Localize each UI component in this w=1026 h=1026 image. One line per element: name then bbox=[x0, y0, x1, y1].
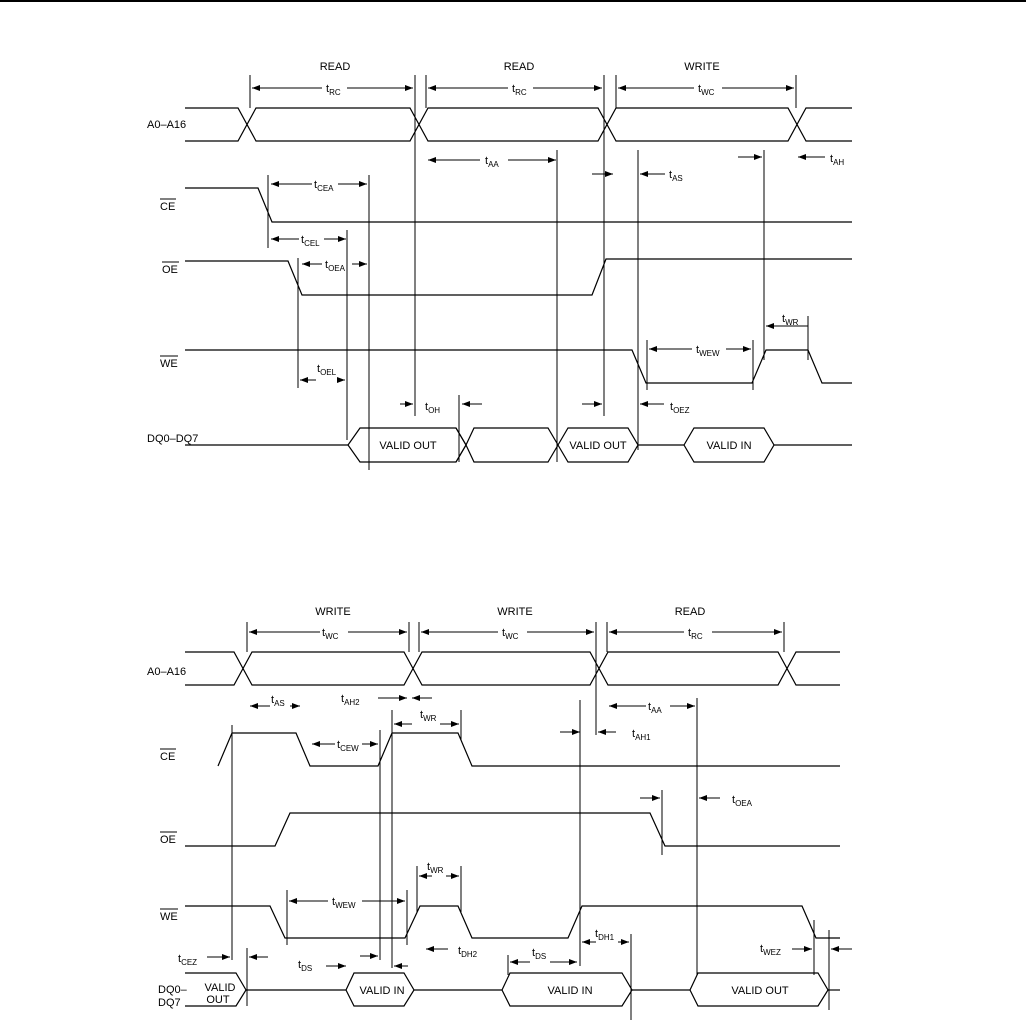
tah-arrow bbox=[738, 150, 825, 360]
waveform-oe bbox=[185, 258, 852, 296]
param-twez: tWEZ bbox=[760, 943, 781, 957]
cycle-label-read: READ bbox=[675, 606, 706, 618]
signal-label-dq: DQ0–DQ7 bbox=[147, 433, 198, 445]
waveform-ce bbox=[217, 732, 840, 767]
param-toea: tOEA bbox=[325, 259, 346, 273]
param-twc: tWC bbox=[698, 83, 715, 97]
param-tah: tAH bbox=[830, 153, 844, 167]
signal-label-we: WE bbox=[160, 358, 178, 370]
twew-arrow bbox=[286, 890, 408, 945]
dq-valid-in-1: VALID IN bbox=[359, 985, 404, 997]
param-tas: tAS bbox=[271, 694, 285, 708]
toh-arrow bbox=[400, 395, 482, 462]
param-trc-2: tRC bbox=[512, 83, 527, 97]
param-toez: tOEZ bbox=[670, 401, 690, 415]
waveform-address bbox=[185, 107, 852, 142]
param-tcel: tCEL bbox=[301, 234, 320, 248]
signal-label-we: WE bbox=[160, 911, 178, 923]
signal-label-oe: OE bbox=[162, 264, 178, 276]
twew-arrow bbox=[646, 340, 754, 390]
signal-label-dq-line1: DQ0– bbox=[158, 984, 188, 996]
signal-label-dq-line2: DQ7 bbox=[158, 997, 181, 1009]
waveform-ce bbox=[185, 187, 852, 223]
param-tds-2: tDS bbox=[532, 947, 546, 961]
dq-valid-out-1: VALID OUT bbox=[379, 440, 437, 452]
twr-arrow-1 bbox=[394, 710, 462, 740]
signal-label-ce: CE bbox=[160, 751, 175, 763]
page-top-rule bbox=[0, 0, 1026, 2]
waveform-address bbox=[185, 651, 840, 686]
tds-arrow-2 bbox=[507, 955, 577, 975]
param-twc-1: tWC bbox=[322, 627, 339, 641]
signal-label-address: A0–A16 bbox=[147, 119, 186, 131]
param-twew: tWEW bbox=[332, 896, 356, 910]
waveform-we bbox=[185, 905, 840, 939]
cycle-boundary-ticks bbox=[246, 622, 785, 735]
taa-arrow bbox=[428, 150, 558, 462]
param-tcew: tCEW bbox=[337, 739, 359, 753]
timing-diagram-write-write-read: WRITE WRITE READ A0–A16 CE OE WE DQ0– DQ… bbox=[147, 606, 852, 1020]
param-taa: tAA bbox=[485, 155, 499, 169]
toea-arrow bbox=[297, 258, 367, 388]
signal-label-ce: CE bbox=[160, 201, 175, 213]
param-tcez: tCEZ bbox=[178, 953, 197, 967]
dq-valid-out-2: VALID OUT bbox=[569, 440, 627, 452]
waveform-we bbox=[185, 349, 852, 384]
param-twew: tWEW bbox=[696, 344, 720, 358]
param-tdh2: tDH2 bbox=[458, 945, 478, 959]
param-tcea: tCEA bbox=[314, 179, 334, 193]
param-trc: tRC bbox=[688, 627, 703, 641]
tds-arrow-1 bbox=[326, 953, 408, 969]
waveform-dq bbox=[185, 972, 840, 1007]
signal-label-oe: OE bbox=[160, 834, 176, 846]
twez-arrow bbox=[792, 920, 852, 1010]
param-twr-2: tWR bbox=[427, 861, 444, 875]
dq-valid-out: VALID OUT bbox=[731, 985, 789, 997]
param-tas: tAS bbox=[669, 169, 683, 183]
param-twc-2: tWC bbox=[502, 627, 519, 641]
param-taa: tAA bbox=[648, 701, 662, 715]
param-tah2: tAH2 bbox=[341, 693, 360, 707]
tcea-arrow bbox=[267, 175, 370, 470]
waveform-oe bbox=[185, 812, 840, 847]
dq-valid-out-initial-line2: OUT bbox=[206, 994, 230, 1006]
param-toel: tOEL bbox=[317, 363, 337, 377]
twr-arrow-2 bbox=[416, 866, 462, 912]
twr-arrow bbox=[766, 316, 809, 360]
signal-label-address: A0–A16 bbox=[147, 666, 186, 678]
param-twr-1: tWR bbox=[420, 709, 437, 723]
param-toea: tOEA bbox=[732, 794, 753, 808]
dq-valid-in: VALID IN bbox=[706, 440, 751, 452]
waveform-dq bbox=[185, 427, 852, 463]
cycle-label-write: WRITE bbox=[684, 61, 719, 73]
param-tds-1: tDS bbox=[298, 959, 312, 973]
cycle-boundary-ticks bbox=[249, 75, 797, 416]
param-tah1: tAH1 bbox=[632, 728, 651, 742]
cycle-label-read-2: READ bbox=[504, 61, 535, 73]
tdh1-arrow bbox=[582, 934, 632, 1020]
param-tdh1: tDH1 bbox=[595, 928, 615, 942]
cycle-label-write-1: WRITE bbox=[315, 606, 350, 618]
cycle-label-write-2: WRITE bbox=[497, 606, 532, 618]
cycle-label-read-1: READ bbox=[320, 61, 351, 73]
dq-valid-out-initial-line1: VALID bbox=[205, 982, 236, 994]
taa-arrow bbox=[609, 698, 698, 975]
tcel-arrow bbox=[271, 230, 348, 440]
tcez-arrow bbox=[207, 948, 268, 1006]
param-twr: tWR bbox=[782, 313, 799, 327]
param-trc-1: tRC bbox=[326, 83, 341, 97]
dq-valid-in-2: VALID IN bbox=[547, 985, 592, 997]
timing-diagram-read-read-write: READ READ WRITE A0–A16 CE OE WE DQ0–DQ7 bbox=[147, 61, 852, 470]
param-toh: tOH bbox=[425, 401, 440, 415]
tas-arrow bbox=[592, 150, 665, 450]
